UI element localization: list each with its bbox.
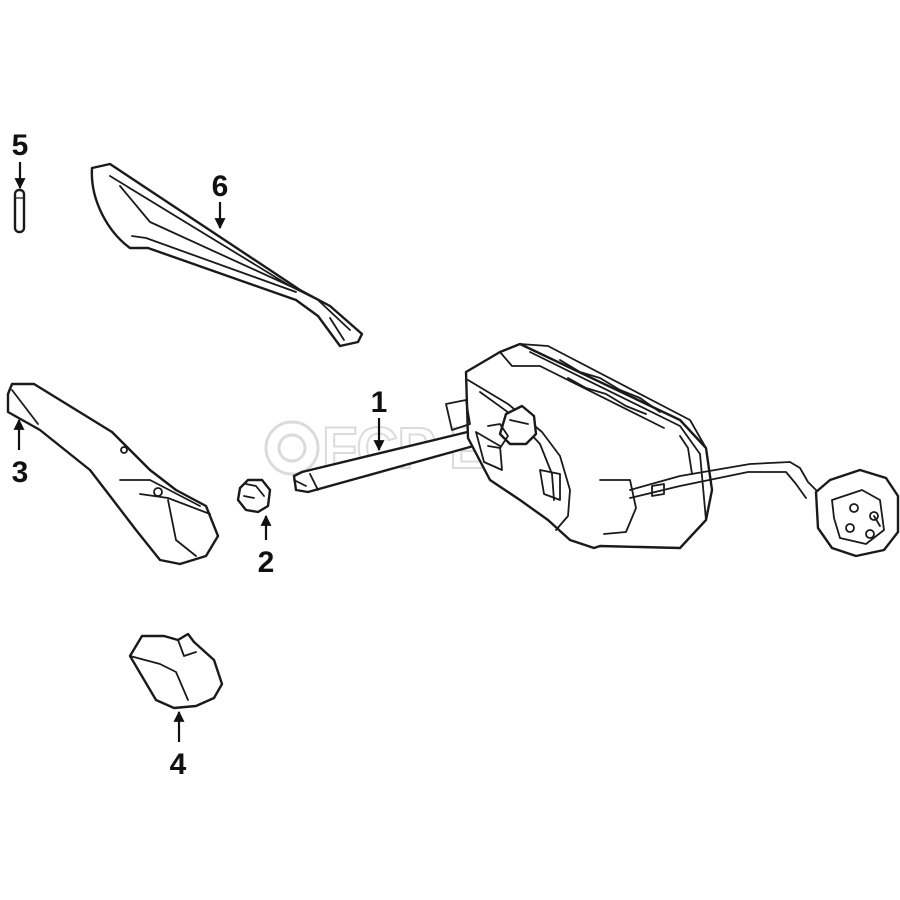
part-2-nut (236, 478, 272, 514)
part-1-wiper-motor (292, 342, 900, 558)
callout-2: 2 (258, 546, 275, 579)
part-3-wiper-arm (6, 382, 220, 566)
part-4-cap (128, 632, 224, 710)
callout-4: 4 (170, 748, 187, 781)
callout-1: 1 (371, 386, 388, 419)
callout-6: 6 (212, 170, 229, 203)
callout-numbers: 1 2 3 4 5 6 (12, 129, 388, 781)
part-6-wiper-blade (90, 162, 364, 348)
part-5-pin (13, 188, 26, 234)
callout-3: 3 (12, 456, 29, 489)
callout-leaders (13, 162, 385, 742)
callout-5: 5 (12, 129, 29, 162)
